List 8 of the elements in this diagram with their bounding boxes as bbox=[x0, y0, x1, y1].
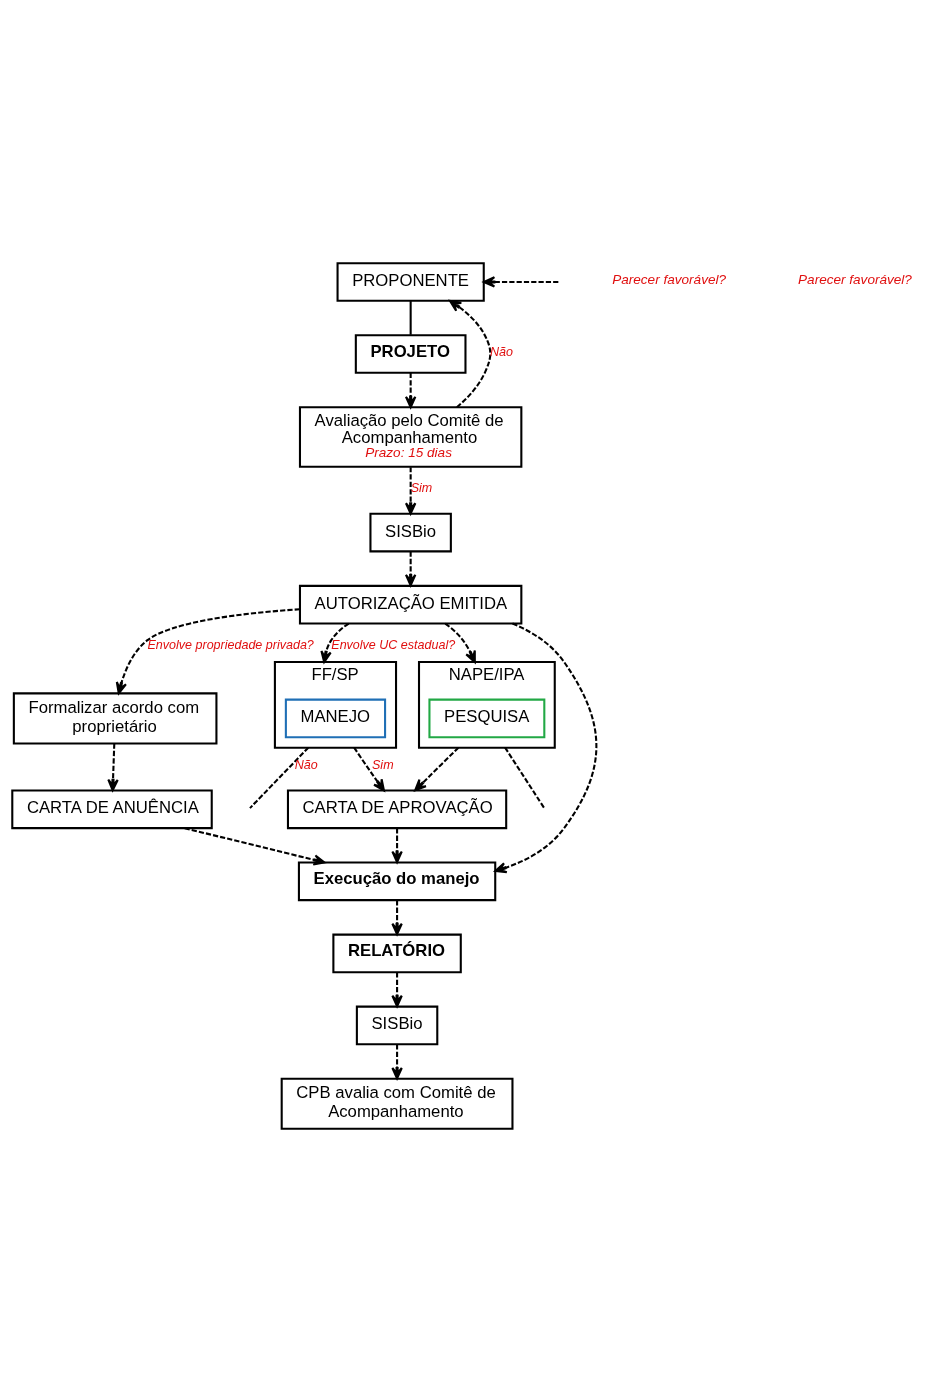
label: Parecer favorável? bbox=[612, 272, 727, 288]
label: Parecer favorável? bbox=[798, 272, 912, 288]
edge-label: Não bbox=[294, 758, 318, 773]
edge-label: Sim bbox=[410, 481, 433, 496]
edge-label: Não bbox=[490, 345, 513, 360]
edge-label: Envolve propriedade privada? bbox=[147, 638, 314, 653]
edge-label: Sim bbox=[372, 758, 394, 773]
edge-label: Envolve UC estadual? bbox=[331, 638, 456, 653]
